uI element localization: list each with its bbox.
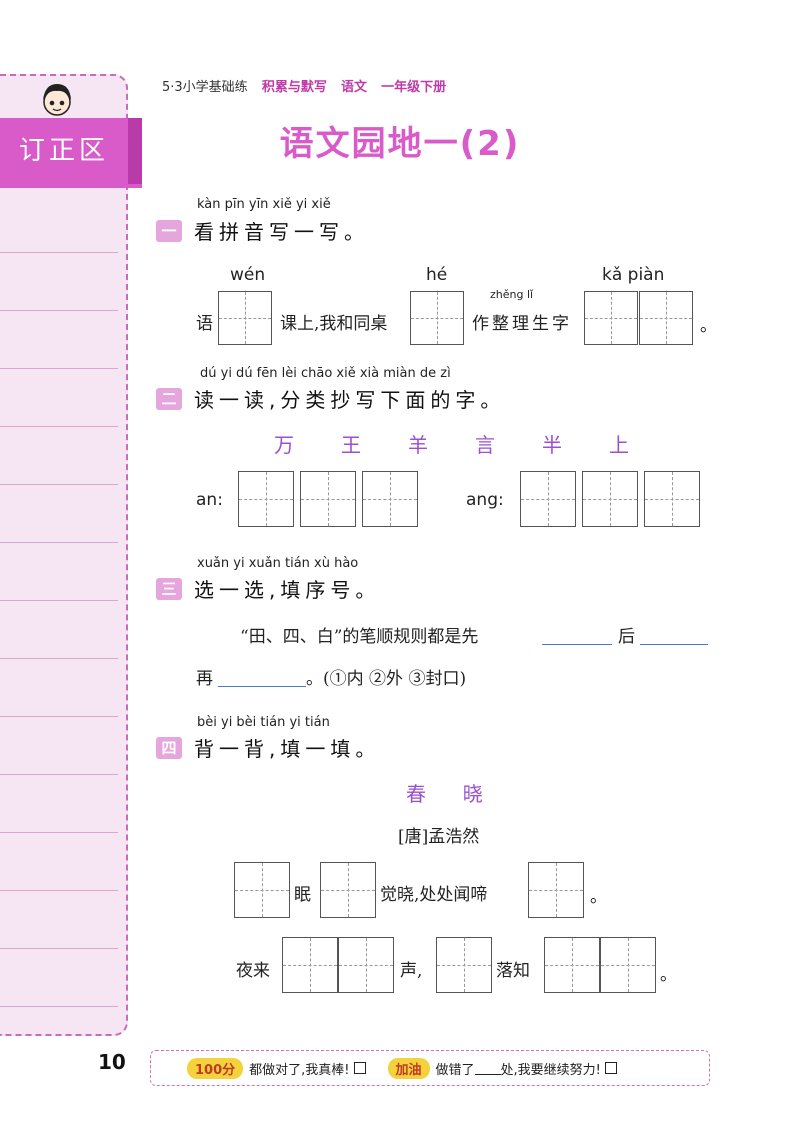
ang-box-3[interactable] [644,471,700,527]
keep-trying-text: 处,我要继续努力! [500,1062,601,1078]
section4-heading: 四 背一背,填一填。 [156,733,380,762]
char-wang: 王 [341,433,361,457]
section3-number-badge: 三 [156,577,182,600]
page-title: 语文园地一(2) [279,124,521,164]
correction-tab-label: 订正区 [18,136,109,166]
all-correct-text: 都做对了,我真棒! [249,1062,350,1078]
ang-box-2[interactable] [582,471,638,527]
poem-box-2[interactable] [320,862,376,918]
char-yan: 言 [475,433,495,457]
all-correct-checkbox[interactable] [353,1062,366,1074]
mistakes-text: 做错了 [435,1062,475,1078]
section3-heading: 三 选一选,填序号。 [156,574,380,603]
section4-title: 背一背,填一填。 [194,737,381,761]
blank-first[interactable] [542,644,612,645]
section2-title: 读一读,分类抄写下面的字。 [194,388,506,412]
tab-banner-fold [128,118,142,184]
ang-box-1[interactable] [520,471,576,527]
poem-author: [唐]孟浩然 [398,827,480,847]
section4-pinyin: bèi yi bèi tián yi tián [197,715,330,730]
section2-number-badge: 二 [156,387,182,410]
blank-second[interactable] [640,644,708,645]
char-ban: 半 [542,433,562,457]
text-hou: 后 [618,627,635,647]
section4-number-badge: 四 [156,736,182,759]
section1-pinyin: kàn pīn yīn xiě yi xiě [197,197,331,212]
write-box-wen[interactable] [218,291,272,345]
text-sheng: 声, [400,961,423,981]
poem-line2-period: 。 [660,965,677,985]
pinyin-zhengli: zhěng lǐ [490,288,534,301]
text-organize: 作整理生字 [472,314,572,334]
char-wan: 万 [274,433,294,457]
cartoon-boy-icon [43,84,71,116]
keep-trying-checkbox[interactable] [604,1062,617,1074]
write-box-ka[interactable] [584,291,638,345]
section2-pinyin: dú yi dú fēn lèi chāo xiě xià miàn de zì [200,366,451,381]
subject-name: 语文 [340,80,367,95]
label-ang: ang: [466,490,504,510]
section1-period: 。 [700,316,717,336]
text-yu: 语 [196,314,213,334]
poem-box-1[interactable] [234,862,290,918]
poem-line1-text: 觉晓,处处闻啼 [380,885,488,905]
stroke-order-question: “田、四、白”的笔顺规则都是先 [240,627,479,647]
pinyin-kapian: kǎ piàn [602,265,665,285]
an-box-1[interactable] [238,471,294,527]
char-yang: 羊 [408,433,428,457]
an-box-3[interactable] [362,471,418,527]
write-box-he[interactable] [410,291,464,345]
text-luozhi: 落知 [496,961,530,981]
grade-name: 一年级下册 [381,80,447,95]
book-header: 5·3小学基础练 积累与默写 语文 一年级下册 [162,76,446,95]
poem-box-5[interactable] [338,937,394,993]
poem-box-3[interactable] [528,862,584,918]
pinyin-he: hé [426,265,448,285]
poem-box-7[interactable] [544,937,600,993]
mistake-count-blank[interactable] [474,1062,501,1075]
section1-heading: 一 看拼音写一写。 [156,216,369,245]
char-shang: 上 [609,433,629,457]
section2-heading: 二 读一读,分类抄写下面的字。 [156,384,505,413]
page-number: 10 [98,1050,126,1074]
series-name: 5·3小学基础练 [162,80,248,95]
section1-title: 看拼音写一写。 [194,220,369,244]
sidebar-ruled-lines [0,195,118,1025]
text-class-partner: 课上,我和同桌 [280,314,388,334]
score-100-badge: 100分 [187,1057,244,1079]
jiayou-badge: 加油 [387,1057,430,1079]
section1-number-badge: 一 [156,219,182,242]
section3-title: 选一选,填序号。 [194,578,381,602]
section3-pinyin: xuǎn yi xuǎn tián xù hào [197,556,359,571]
poem-title: 春 晓 [406,782,491,806]
correction-tab-banner [0,118,142,188]
book-name: 积累与默写 [261,80,327,95]
write-box-pian[interactable] [639,291,693,345]
options-text: 。(①内 ②外 ③封口) [306,669,467,689]
label-an: an: [196,490,223,510]
poem-box-4[interactable] [282,937,338,993]
poem-box-8[interactable] [600,937,656,993]
poem-box-6[interactable] [436,937,492,993]
pinyin-wen: wén [230,265,266,285]
blank-third[interactable] [218,686,306,687]
text-zai: 再 [196,669,213,689]
text-mian: 眠 [294,885,311,905]
self-assessment-footer: 100分 都做对了,我真棒! 加油 做错了 处,我要继续努力! [150,1050,710,1086]
text-yelai: 夜来 [236,961,270,981]
poem-line1-period: 。 [590,887,607,907]
an-box-2[interactable] [300,471,356,527]
